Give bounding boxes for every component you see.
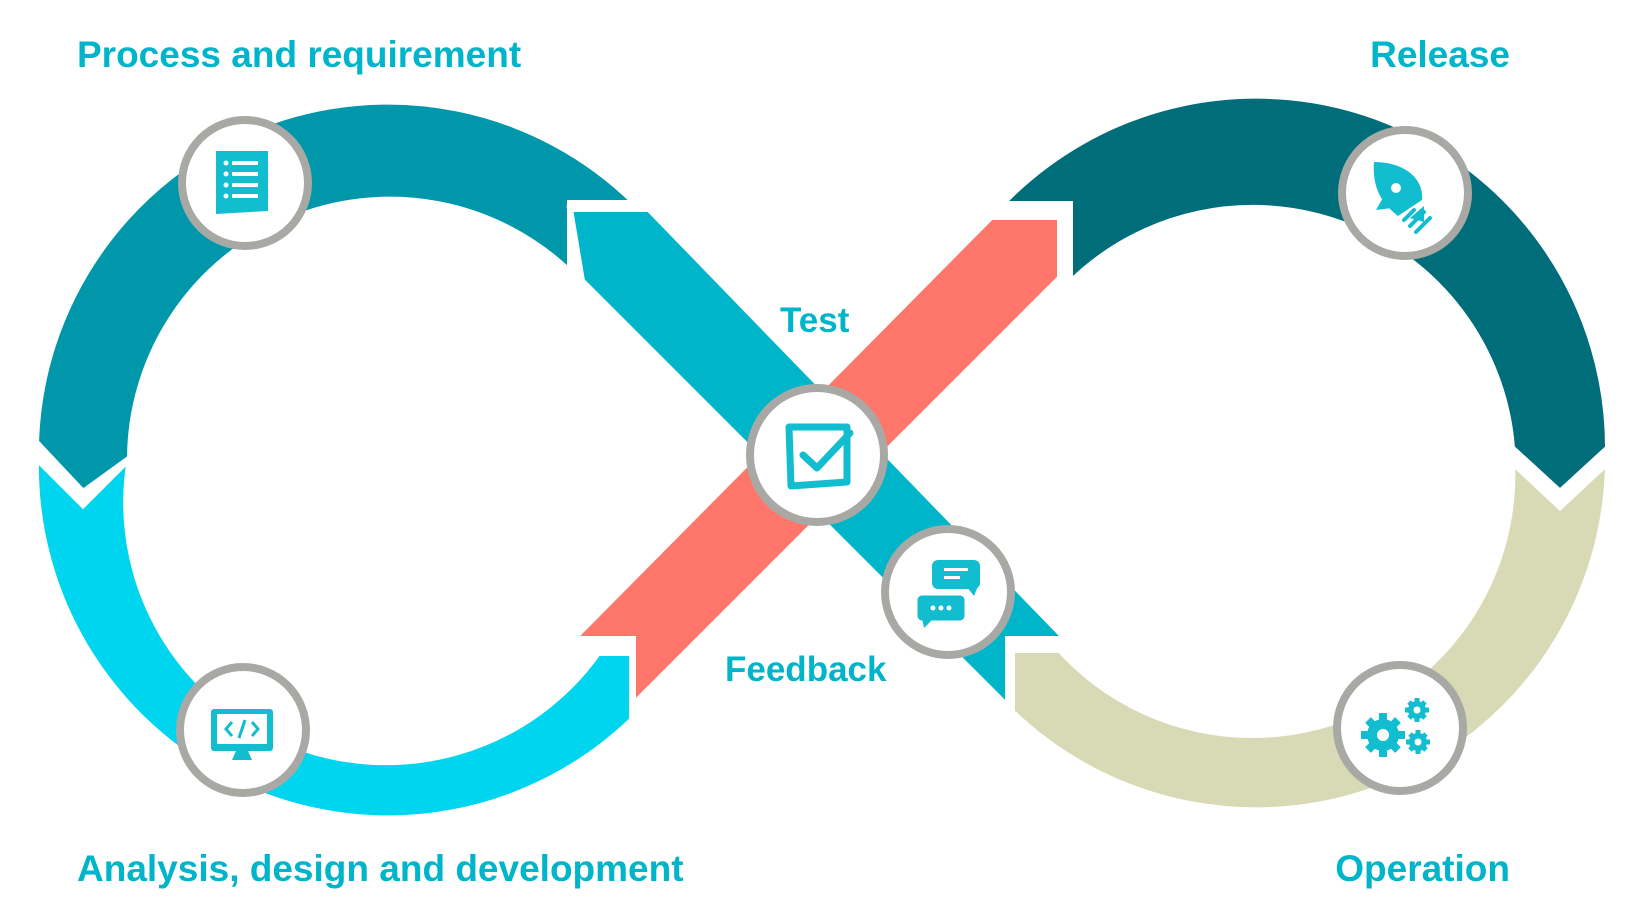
chat-bubbles-icon [914,560,980,628]
analysis-icon-ring [176,663,310,797]
release-icon-ring [1338,126,1472,260]
test-label: Test [780,301,850,340]
feedback-label: Feedback [725,650,887,689]
process-label: Process and requirement [77,34,522,75]
test-icon-ring [746,384,888,526]
operation-icon-ring [1333,661,1467,795]
release-segment [994,92,1612,497]
operation-label: Operation [1335,848,1510,889]
checkbox-icon [785,423,854,490]
release-label: Release [1370,34,1510,75]
analysis-label: Analysis, design and development [77,848,684,889]
process-segment [32,98,643,496]
feedback-icon-ring [881,525,1015,659]
document-list-icon [216,151,268,214]
monitor-code-icon [211,709,273,760]
process-icon-ring [178,116,312,250]
gears-icon [1361,698,1430,757]
operation-segment [1009,454,1612,814]
analysis-segment [32,449,635,822]
rocket-icon [1373,162,1432,234]
